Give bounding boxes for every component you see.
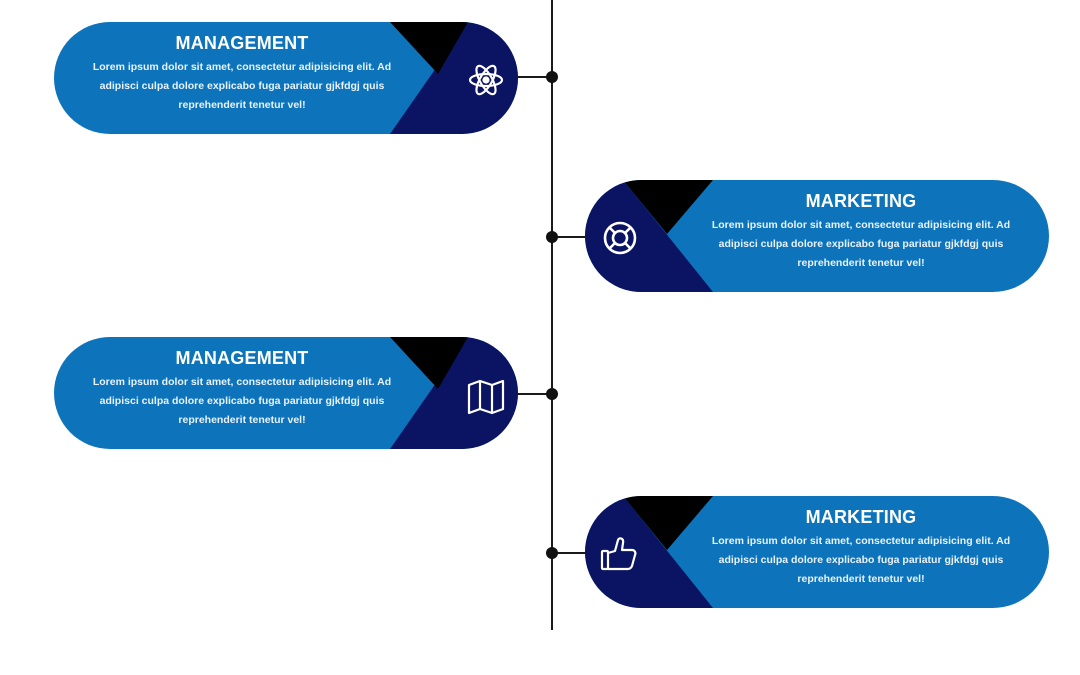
connector-1 bbox=[518, 76, 552, 78]
card-3-shape bbox=[390, 337, 518, 449]
timeline-card-2: MARKETING Lorem ipsum dolor sit amet, co… bbox=[585, 180, 1049, 292]
card-body: Lorem ipsum dolor sit amet, consectetur … bbox=[92, 61, 392, 111]
timeline-node-2 bbox=[546, 231, 558, 243]
timeline-node-1 bbox=[546, 71, 558, 83]
connector-4 bbox=[552, 552, 586, 554]
atom-icon bbox=[466, 60, 506, 100]
timeline-line bbox=[551, 0, 553, 630]
timeline-card-4: MARKETING Lorem ipsum dolor sit amet, co… bbox=[585, 496, 1049, 608]
timeline-node-4 bbox=[546, 547, 558, 559]
card-body: Lorem ipsum dolor sit amet, consectetur … bbox=[711, 535, 1011, 585]
card-4-shape bbox=[585, 496, 713, 608]
card-title: MARKETING bbox=[805, 191, 917, 211]
map-icon bbox=[466, 377, 506, 417]
timeline-card-3: MANAGEMENT Lorem ipsum dolor sit amet, c… bbox=[54, 337, 518, 449]
card-title: MARKETING bbox=[805, 507, 917, 527]
timeline-card-1: MANAGEMENT Lorem ipsum dolor sit amet, c… bbox=[54, 22, 518, 134]
connector-2 bbox=[552, 236, 586, 238]
card-body: Lorem ipsum dolor sit amet, consectetur … bbox=[711, 219, 1011, 269]
card-body: Lorem ipsum dolor sit amet, consectetur … bbox=[92, 376, 392, 426]
lifebuoy-icon bbox=[600, 218, 640, 258]
card-1-shape bbox=[390, 22, 518, 134]
card-title: MANAGEMENT bbox=[175, 33, 309, 53]
card-title: MANAGEMENT bbox=[175, 348, 309, 368]
card-2-shape bbox=[585, 180, 713, 292]
thumbs-up-icon bbox=[599, 534, 639, 574]
connector-3 bbox=[518, 393, 552, 395]
timeline-node-3 bbox=[546, 388, 558, 400]
